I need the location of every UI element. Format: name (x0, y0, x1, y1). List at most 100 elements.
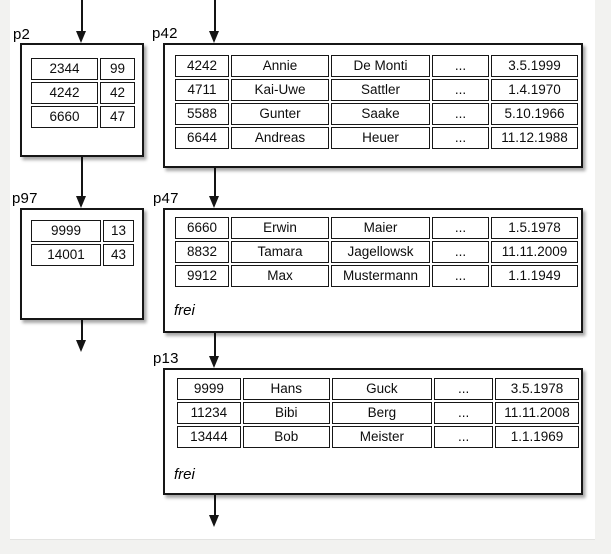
arrow-head-icon (209, 31, 219, 43)
table-row: 9999 13 (31, 220, 134, 242)
table-cell: 2344 (31, 58, 98, 80)
table-cell: 3.5.1978 (495, 378, 579, 400)
table-cell: Bob (242, 426, 330, 448)
table-cell: Gunter (231, 103, 329, 125)
table-cell: ... (432, 241, 489, 263)
table-cell: Tamara (231, 241, 329, 263)
table-row: 9912 Max Mustermann ... 1.1.1949 (175, 265, 578, 287)
record-table-p47: 6660 Erwin Maier ... 1.5.1978 8832 Tamar… (173, 215, 580, 289)
arrow-head-icon (76, 340, 86, 352)
page-label-p42: p42 (152, 25, 178, 42)
table-cell: 6660 (31, 106, 98, 128)
pointer-arrow-into-p2 (76, 0, 88, 43)
table-cell: Erwin (231, 217, 329, 239)
table-cell: 47 (100, 106, 135, 128)
pointer-arrow-p42-to-p47 (209, 168, 221, 208)
table-cell: 9999 (177, 378, 241, 400)
table-row: 6644 Andreas Heuer ... 11.12.1988 (175, 127, 578, 149)
table-row: 11234 Bibi Berg ... 11.11.2008 (177, 402, 579, 424)
table-cell: ... (434, 378, 494, 400)
table-cell: Jagellowsk (331, 241, 430, 263)
arrow-head-icon (209, 196, 219, 208)
free-space-label: frei (174, 466, 195, 483)
arrow-shaft (214, 495, 216, 518)
table-cell: 6644 (175, 127, 229, 149)
table-row: 5588 Gunter Saake ... 5.10.1966 (175, 103, 578, 125)
table-cell: De Monti (331, 55, 430, 77)
table-cell: 5588 (175, 103, 229, 125)
table-cell: Guck (331, 378, 433, 400)
directory-table-p2: 2344 99 4242 42 6660 47 (29, 56, 137, 130)
table-cell: Meister (331, 426, 433, 448)
table-cell: 6660 (175, 217, 229, 239)
table-cell: 99 (100, 58, 135, 80)
table-cell: ... (432, 217, 489, 239)
table-cell: ... (434, 426, 494, 448)
table-cell: 5.10.1966 (491, 103, 578, 125)
table-row: 4242 Annie De Monti ... 3.5.1999 (175, 55, 578, 77)
pointer-arrow-p2-to-p97 (76, 157, 88, 208)
table-cell: 9999 (31, 220, 101, 242)
table-cell: 14001 (31, 244, 101, 266)
table-row: 4242 42 (31, 82, 135, 104)
directory-table-p97: 9999 13 14001 43 (29, 218, 136, 268)
page-box-p42: 4242 Annie De Monti ... 3.5.1999 4711 Ka… (163, 43, 583, 168)
page-label-p13: p13 (153, 350, 179, 367)
table-cell: Mustermann (331, 265, 430, 287)
table-row: 2344 99 (31, 58, 135, 80)
table-row: 8832 Tamara Jagellowsk ... 11.11.2009 (175, 241, 578, 263)
table-cell: ... (432, 265, 489, 287)
table-cell: 11.11.2009 (491, 241, 578, 263)
table-cell: Bibi (242, 402, 330, 424)
table-cell: Max (231, 265, 329, 287)
table-cell: 43 (103, 244, 134, 266)
table-cell: 4711 (175, 79, 229, 101)
table-cell: 9912 (175, 265, 229, 287)
arrow-head-icon (76, 196, 86, 208)
record-table-p42: 4242 Annie De Monti ... 3.5.1999 4711 Ka… (173, 53, 580, 151)
table-cell: Andreas (231, 127, 329, 149)
arrow-shaft (81, 320, 83, 343)
arrow-head-icon (209, 356, 219, 368)
table-cell: 11234 (177, 402, 241, 424)
page-box-p2: 2344 99 4242 42 6660 47 (20, 43, 144, 157)
table-cell: 11.11.2008 (495, 402, 579, 424)
page-label-p2: p2 (13, 26, 31, 43)
table-cell: Annie (231, 55, 329, 77)
table-row: 4711 Kai-Uwe Sattler ... 1.4.1970 (175, 79, 578, 101)
page-box-p13: 9999 Hans Guck ... 3.5.1978 11234 Bibi B… (163, 368, 583, 495)
pointer-arrow-from-p13 (209, 495, 221, 527)
record-table-p13: 9999 Hans Guck ... 3.5.1978 11234 Bibi B… (175, 376, 581, 450)
table-cell: ... (432, 79, 489, 101)
arrow-shaft (214, 333, 216, 359)
table-cell: ... (432, 127, 489, 149)
page-box-p97: 9999 13 14001 43 (20, 208, 144, 320)
table-cell: Sattler (331, 79, 430, 101)
table-cell: Berg (331, 402, 433, 424)
table-cell: Heuer (331, 127, 430, 149)
table-cell: Saake (331, 103, 430, 125)
table-cell: 1.1.1969 (495, 426, 579, 448)
table-cell: Hans (242, 378, 330, 400)
table-cell: 4242 (175, 55, 229, 77)
free-space-label: frei (174, 302, 195, 319)
pointer-arrow-from-p97 (76, 320, 88, 352)
table-cell: 4242 (31, 82, 98, 104)
page-label-p97: p97 (12, 190, 38, 207)
table-row: 13444 Bob Meister ... 1.1.1969 (177, 426, 579, 448)
table-row: 14001 43 (31, 244, 134, 266)
page-label-p47: p47 (153, 190, 179, 207)
arrow-shaft (81, 157, 83, 199)
arrow-shaft (214, 0, 216, 34)
table-cell: ... (432, 103, 489, 125)
table-row: 6660 47 (31, 106, 135, 128)
table-cell: ... (434, 402, 494, 424)
table-cell: 1.1.1949 (491, 265, 578, 287)
table-row: 6660 Erwin Maier ... 1.5.1978 (175, 217, 578, 239)
table-cell: ... (432, 55, 489, 77)
arrow-head-icon (76, 31, 86, 43)
arrow-head-icon (209, 515, 219, 527)
arrow-shaft (214, 168, 216, 199)
arrow-shaft (81, 0, 83, 34)
table-cell: 13 (103, 220, 134, 242)
